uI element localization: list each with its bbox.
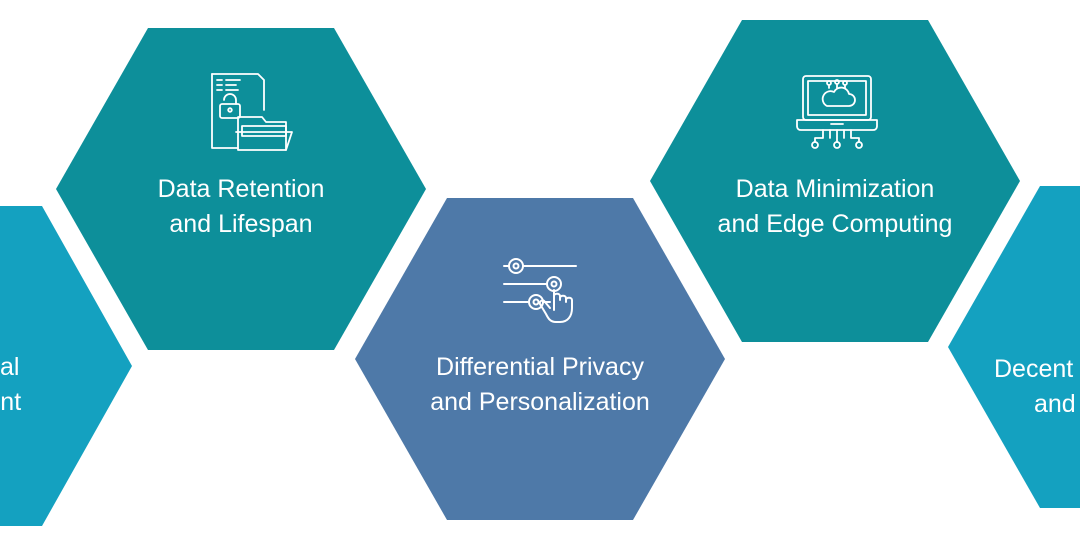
hexagon-data-retention-label: Data Retention and Lifespan bbox=[91, 172, 391, 242]
sliders-touch-icon bbox=[503, 258, 577, 323]
hexagon-data-minimization-line2: and Edge Computing bbox=[717, 210, 953, 238]
hexagon-differential-privacy-line2: and Personalization bbox=[430, 388, 650, 416]
hexagon-data-minimization: Data Minimization and Edge Computing bbox=[650, 20, 1022, 342]
hexagon-data-retention-line2: and Lifespan bbox=[169, 210, 313, 238]
hexagon-differential-privacy-line1: Differential Privacy bbox=[436, 353, 644, 381]
hexagon-differential-privacy-label: Differential Privacy and Personalization bbox=[390, 350, 690, 420]
hexagon-consent-line1: al bbox=[0, 353, 20, 381]
hexagon-consent-label: al nsent bbox=[0, 350, 100, 420]
hexagon-decentralized-line2: and bbox=[1034, 390, 1076, 418]
hexagon-consent-line2: nsent bbox=[0, 388, 22, 416]
hexagon-decentralized-line1: Decent bbox=[994, 355, 1074, 383]
hexagon-differential-privacy-shape bbox=[355, 198, 725, 520]
hexagon-differential-privacy: Differential Privacy and Personalization bbox=[355, 198, 727, 520]
hexagon-data-retention: Data Retention and Lifespan bbox=[56, 28, 428, 350]
hexagon-data-retention-line1: Data Retention bbox=[157, 175, 325, 203]
document-lock-folder-icon bbox=[211, 73, 293, 151]
hexagon-decentralized-label: Decent and bbox=[994, 352, 1080, 422]
hexagon-data-minimization-line1: Data Minimization bbox=[735, 175, 935, 203]
hexagon-data-retention-shape bbox=[56, 28, 426, 350]
hexagon-data-minimization-label: Data Minimization and Edge Computing bbox=[685, 172, 985, 242]
laptop-cloud-network-icon bbox=[796, 75, 878, 149]
hexagon-data-minimization-shape bbox=[650, 20, 1020, 342]
